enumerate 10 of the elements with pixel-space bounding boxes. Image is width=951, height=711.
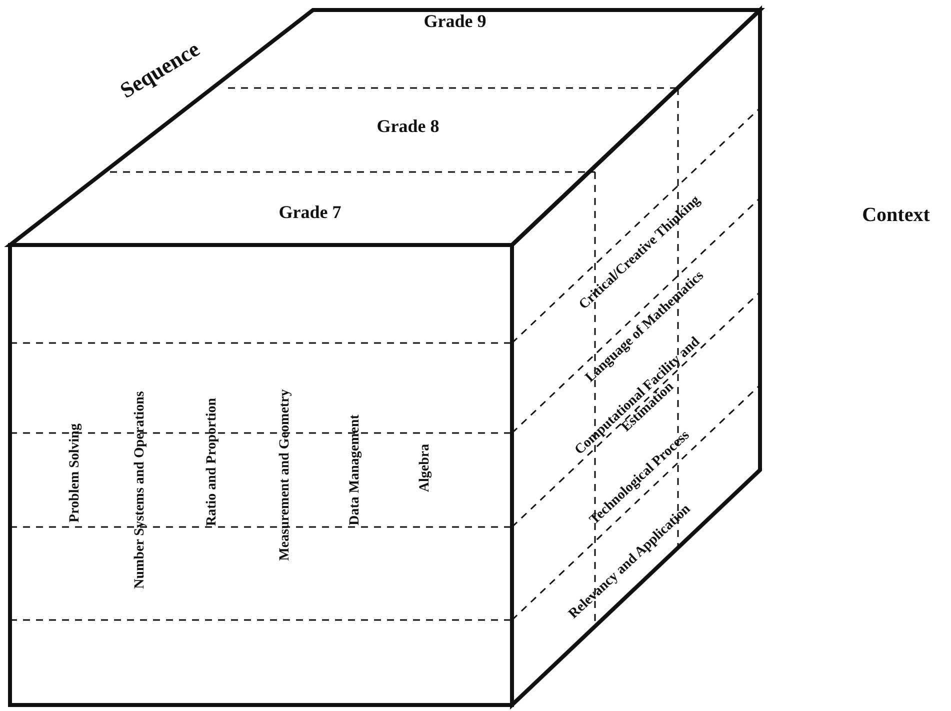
category-label: Algebra — [417, 444, 433, 492]
face-label: Grade 8 — [376, 117, 440, 137]
face-label: Grade 7 — [278, 203, 342, 223]
axis-label: Context — [862, 204, 930, 226]
category-label: Number Systems and Operations — [132, 391, 148, 589]
category-label: Measurement and Geometry — [277, 389, 293, 561]
category-label: Data Management — [347, 414, 363, 526]
face-label: Grade 9 — [424, 12, 486, 32]
category-label: Ratio and Proportion — [204, 398, 220, 526]
category-label: Problem Solving — [67, 424, 83, 522]
